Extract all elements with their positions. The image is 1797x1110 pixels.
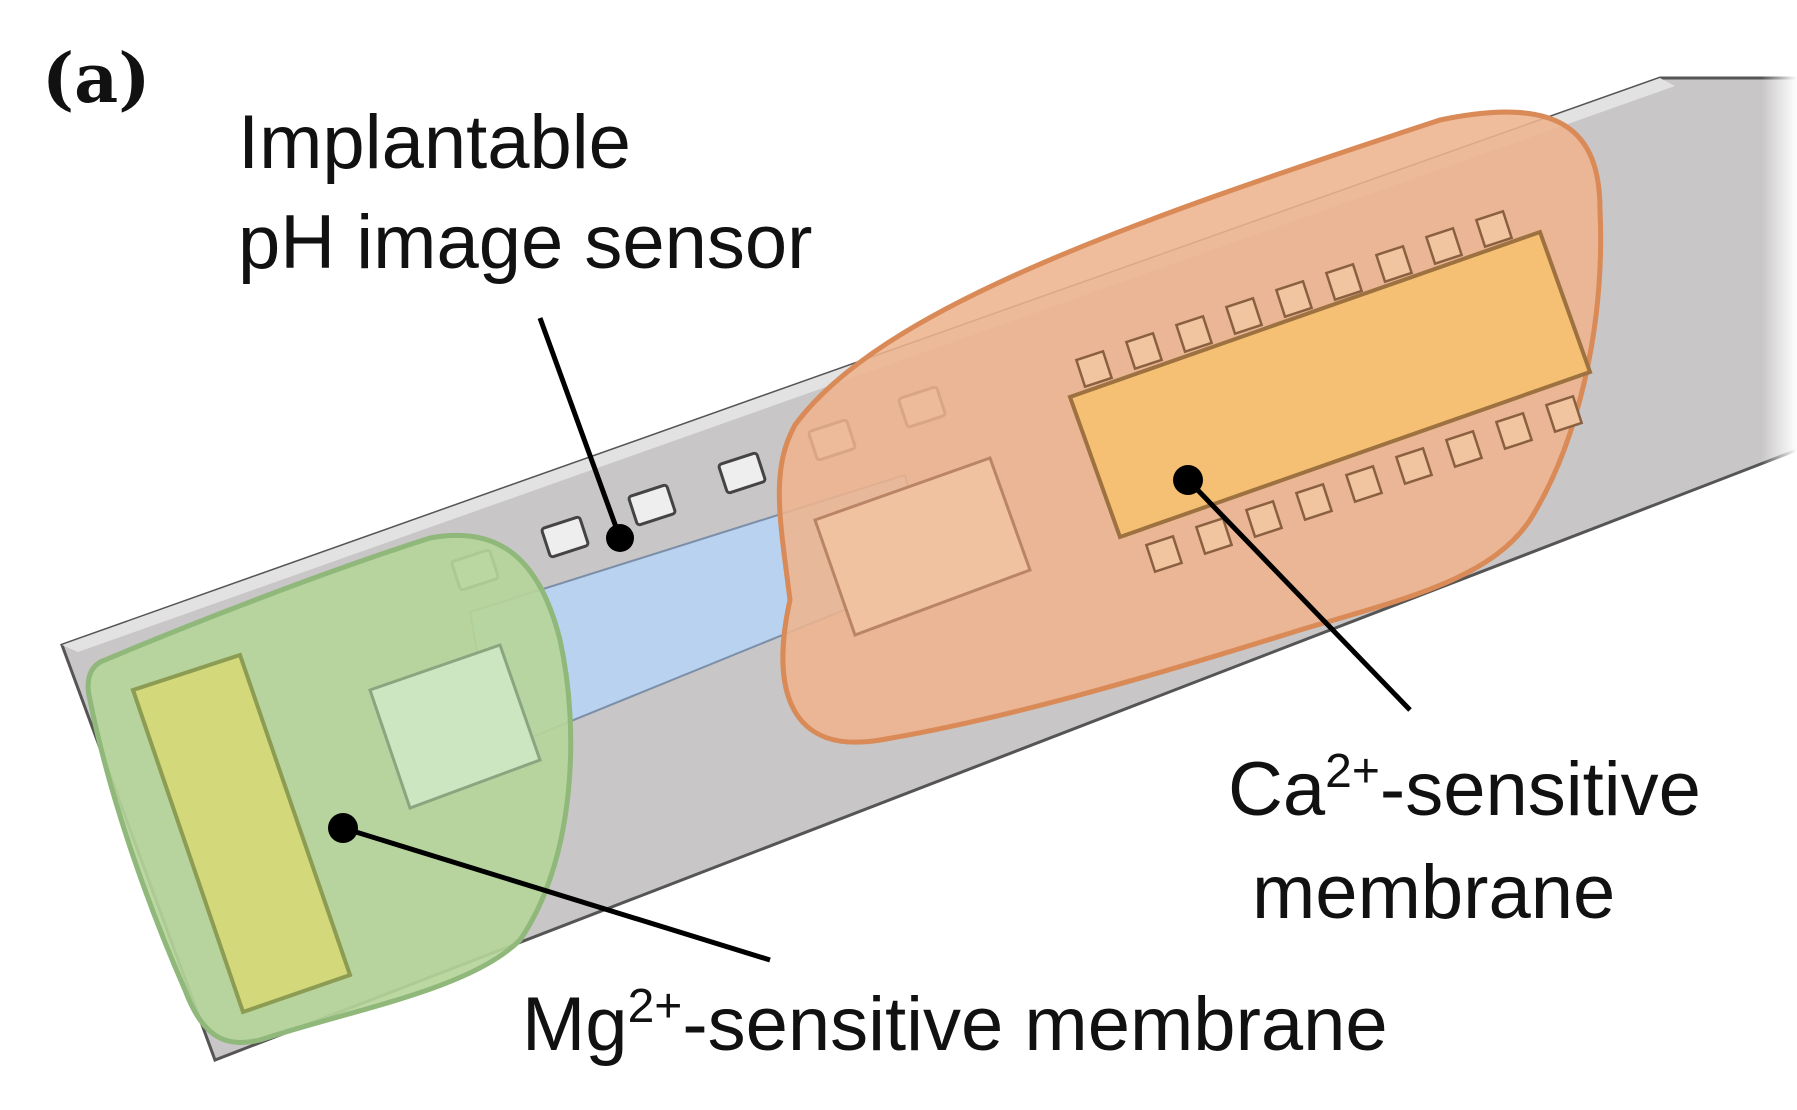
leader-dot-ca — [1173, 465, 1203, 495]
chip-pins — [1074, 209, 1584, 574]
mg-label-sup: 2+ — [628, 980, 683, 1033]
ca-label-suffix: -sensitive — [1380, 747, 1701, 832]
leader-line-sensor — [537, 317, 623, 539]
sensor-label-line2: pH image sensor — [238, 200, 813, 285]
panel-label: (a) — [42, 39, 150, 119]
bond-pad — [540, 515, 590, 559]
ca-label-line1: Ca2+-sensitive — [1228, 745, 1701, 832]
pixel-array-ca — [813, 456, 1032, 637]
mg-label: Mg2+-sensitive membrane — [522, 980, 1388, 1067]
leader-line-mg — [342, 825, 771, 963]
leader-dot-mg — [328, 813, 358, 843]
leader-line-ca — [1186, 478, 1412, 712]
ca-label-sup: 2+ — [1325, 745, 1380, 798]
ca-chip — [1067, 229, 1593, 540]
leader-dot-sensor — [606, 524, 634, 552]
pixel-array-mg — [368, 643, 542, 810]
ca-label-line2: membrane — [1252, 850, 1615, 935]
sensor-label-line1: Implantable — [238, 100, 631, 185]
bond-pad — [717, 451, 767, 495]
mg-label-suffix: -sensitive membrane — [682, 982, 1387, 1067]
bond-pad — [627, 483, 677, 527]
mg-pad — [130, 652, 353, 1015]
leaders — [328, 317, 1412, 963]
ca-label-prefix: Ca — [1228, 747, 1326, 832]
mg-label-prefix: Mg — [522, 982, 628, 1067]
